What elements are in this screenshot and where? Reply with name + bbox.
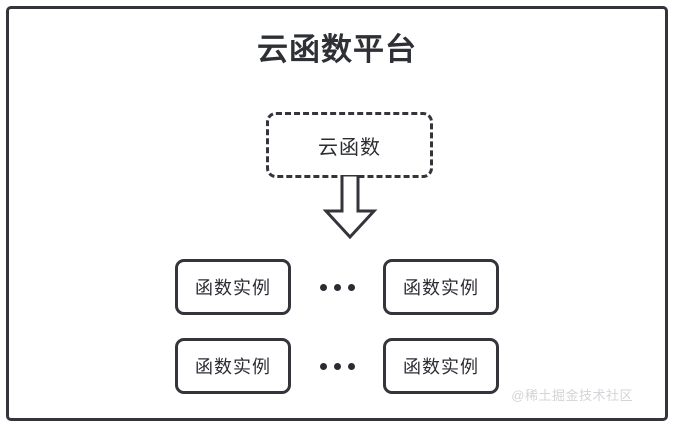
page-title: 云函数平台 [257, 32, 417, 67]
down-block-arrow-icon [322, 173, 378, 240]
instance-row-2: 函数实例 函数实例 [9, 338, 665, 394]
function-instance-label: 函数实例 [403, 357, 479, 377]
ellipsis-dot [319, 283, 327, 291]
ellipsis-dot [319, 362, 327, 370]
function-instance-box[interactable]: 函数实例 [383, 338, 499, 394]
ellipsis-dot [333, 362, 341, 370]
function-instance-label: 函数实例 [195, 278, 271, 298]
ellipsis-dot [347, 362, 355, 370]
cloud-function-platform-frame: 云函数平台 云函数 函数实例 函数实例 函数实例 [6, 6, 668, 421]
function-instance-box[interactable]: 函数实例 [175, 259, 291, 315]
function-instance-label: 函数实例 [403, 278, 479, 298]
ellipsis-dot [347, 283, 355, 291]
ellipsis-dot [333, 283, 341, 291]
ellipsis-icon [291, 259, 383, 315]
instance-row-1: 函数实例 函数实例 [9, 259, 665, 315]
cloud-function-node[interactable]: 云函数 [266, 112, 433, 178]
watermark: @稀土掘金技术社区 [511, 388, 633, 403]
ellipsis-icon [291, 338, 383, 394]
function-instance-label: 函数实例 [195, 357, 271, 377]
cloud-function-node-label: 云函数 [318, 136, 381, 159]
function-instance-box[interactable]: 函数实例 [175, 338, 291, 394]
function-instance-box[interactable]: 函数实例 [383, 259, 499, 315]
